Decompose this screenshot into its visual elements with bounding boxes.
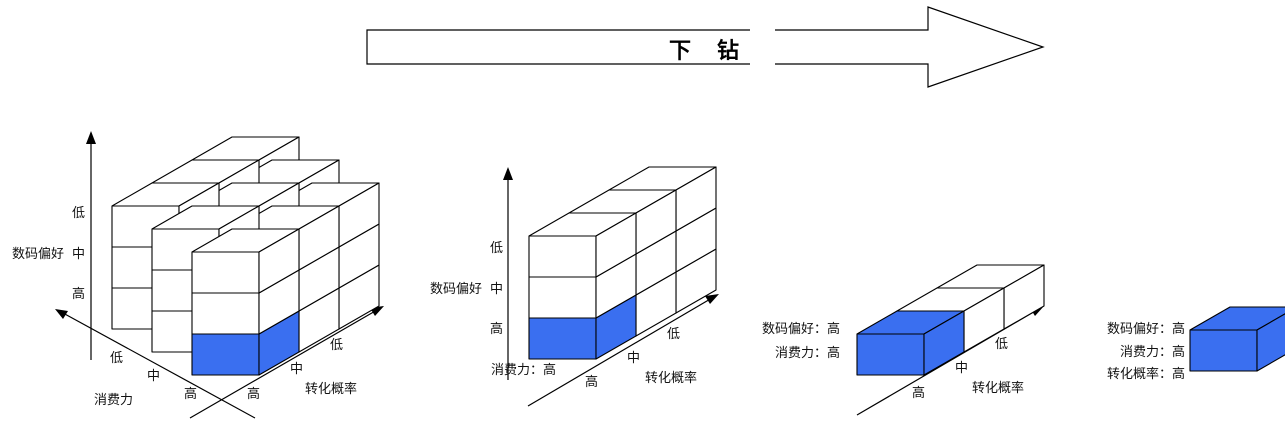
stage1-x-tick-high: 高 bbox=[184, 386, 197, 402]
stage3-z-tick-high: 高 bbox=[912, 385, 925, 401]
drill-down-arrow: 下 钻 bbox=[366, 6, 1045, 88]
stage2-slice: 低 中 数码偏好 高 消费力：高 高 中 低 转化概率 bbox=[430, 166, 719, 407]
stage1-full-cube: 低 中 数码偏好 高 低 中 高 消费力 高 中 低 转化概率 bbox=[12, 131, 384, 419]
stage3-z-axis-label: 转化概率 bbox=[972, 380, 1024, 396]
stage1-x-tick-mid: 中 bbox=[147, 369, 160, 384]
stage3-fixed-dimension-1: 数码偏好：高 bbox=[762, 321, 840, 337]
stage2-z-tick-high: 高 bbox=[585, 374, 598, 390]
stage1-y-axis-label: 数码偏好 bbox=[12, 247, 64, 262]
stage1-y-tick-mid: 中 bbox=[72, 247, 85, 262]
stage1-labels: 低 中 数码偏好 高 低 中 高 消费力 高 中 低 转化概率 bbox=[12, 206, 357, 408]
stage4-dimension-1: 数码偏好：高 bbox=[1107, 321, 1185, 337]
stage2-y-tick-high: 高 bbox=[490, 321, 503, 337]
drill-down-label: 下 钻 bbox=[669, 38, 741, 64]
stage4-dimension-3: 转化概率：高 bbox=[1107, 366, 1185, 382]
stage3-labels: 数码偏好：高 消费力：高 高 中 低 转化概率 bbox=[762, 321, 1024, 401]
stage1-z-axis-label: 转化概率 bbox=[305, 381, 357, 397]
stage4-cube-1 bbox=[1189, 306, 1285, 372]
stage3-cube-3 bbox=[856, 310, 965, 376]
stage1-cube-27 bbox=[191, 228, 300, 294]
stage1-cube-grid bbox=[111, 136, 380, 376]
stage2-axes bbox=[503, 167, 719, 407]
stage3-cube-row bbox=[856, 264, 1045, 376]
stage1-x-tick-low: 低 bbox=[110, 351, 123, 366]
stage2-labels: 低 中 数码偏好 高 消费力：高 高 中 低 转化概率 bbox=[430, 241, 697, 390]
stage2-y-tick-mid: 中 bbox=[490, 282, 503, 297]
stage1-z-tick-high: 高 bbox=[247, 386, 260, 402]
stage1-y-tick-high: 高 bbox=[72, 286, 85, 302]
stage1-z-tick-low: 低 bbox=[330, 338, 343, 353]
stage3-z-tick-mid: 中 bbox=[955, 361, 968, 376]
stage2-z-axis-label: 转化概率 bbox=[645, 370, 697, 386]
stage2-z-tick-low: 低 bbox=[667, 327, 680, 342]
stage2-z-tick-mid: 中 bbox=[627, 351, 640, 366]
stage1-y-tick-low: 低 bbox=[72, 206, 85, 221]
stage2-y-tick-low: 低 bbox=[490, 241, 503, 256]
stage1-z-tick-mid: 中 bbox=[290, 362, 303, 377]
stage2-y-axis-label: 数码偏好 bbox=[430, 282, 482, 297]
stage4-cube bbox=[1189, 306, 1285, 372]
stage3-z-tick-low: 低 bbox=[995, 337, 1008, 352]
stage2-cube-9 bbox=[528, 212, 637, 278]
stage3-fixed-dimension-2: 消费力：高 bbox=[775, 345, 840, 361]
stage2-cube-grid bbox=[528, 166, 717, 360]
stage3-row: 数码偏好：高 消费力：高 高 中 低 转化概率 bbox=[762, 264, 1045, 416]
stage1-x-axis-label: 消费力 bbox=[94, 393, 133, 408]
stage4-dimension-2: 消费力：高 bbox=[1120, 344, 1185, 360]
stage4-single-cell: 数码偏好：高 消费力：高 转化概率：高 bbox=[1107, 306, 1285, 382]
stage2-fixed-dimension: 消费力：高 bbox=[491, 362, 556, 378]
stage4-labels: 数码偏好：高 消费力：高 转化概率：高 bbox=[1107, 321, 1185, 382]
